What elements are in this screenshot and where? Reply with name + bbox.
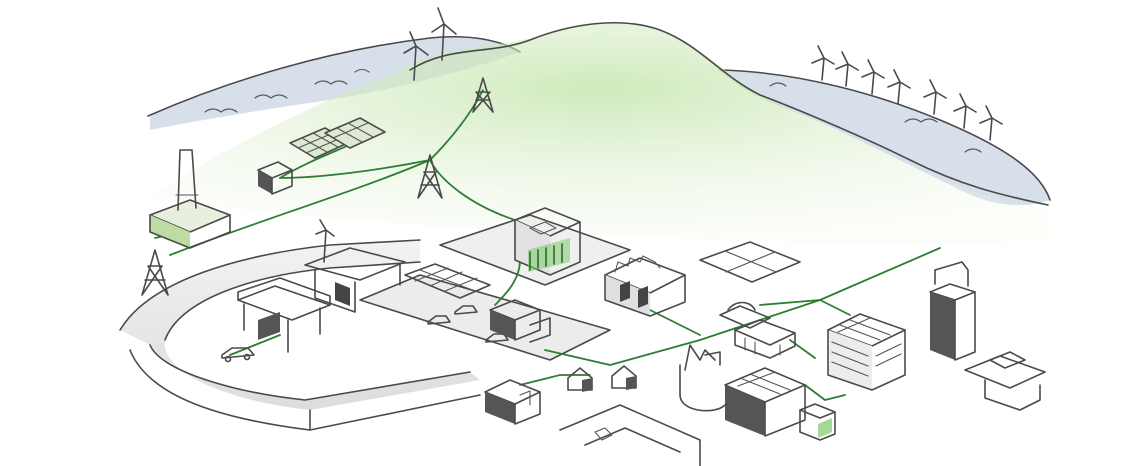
- solar-panel-icon: [404, 263, 491, 299]
- office-building-icon: [489, 299, 551, 343]
- office-building-icon: [929, 261, 976, 361]
- lower-road: [559, 404, 701, 466]
- transmission-tower-icon: [141, 77, 494, 296]
- battery-storage-icon: [799, 403, 836, 441]
- substation-icon: [257, 161, 293, 195]
- car-icon: [221, 305, 509, 363]
- wind-turbine-icon: [403, 7, 457, 81]
- green-hill: [150, 22, 1050, 245]
- office-building-icon: [827, 313, 906, 391]
- factory-icon: [604, 255, 686, 317]
- house-icon: [719, 301, 796, 359]
- house-icon: [514, 207, 581, 276]
- factory-icon: [684, 344, 806, 437]
- power-plant-icon: [149, 149, 231, 249]
- house-icon: [484, 379, 541, 425]
- main-road: [119, 239, 481, 431]
- house-icon: [567, 365, 637, 392]
- pipes-icon: [679, 351, 726, 412]
- solar-panel-icon: [289, 117, 386, 159]
- charging-station-icon: [237, 277, 331, 353]
- wind-turbine-icon-row: [811, 45, 1003, 141]
- sea-right: [719, 69, 1051, 206]
- house-icon: [964, 351, 1046, 411]
- garage-icon: [304, 219, 406, 313]
